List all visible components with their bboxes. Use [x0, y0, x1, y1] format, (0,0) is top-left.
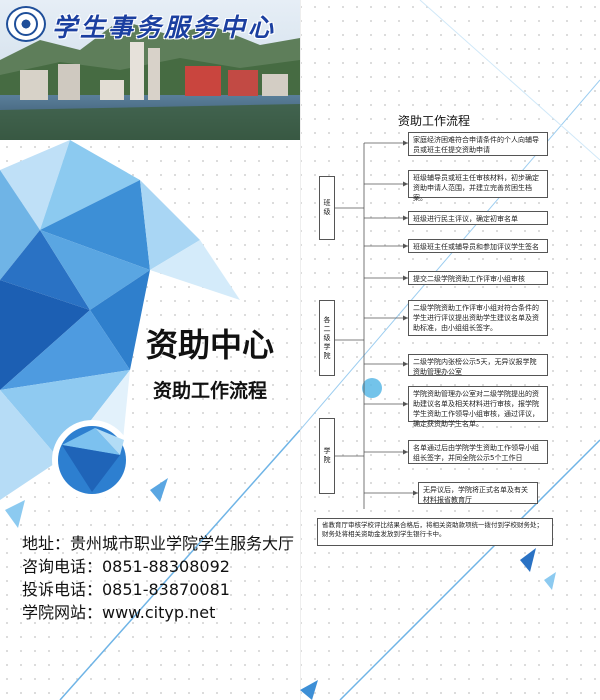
- flow-step-5: 提交二级学院资助工作评审小组审核: [408, 271, 548, 285]
- stage-secondary-college: 各二级学院: [319, 300, 335, 376]
- contact-website[interactable]: 学院网站：www.cityp.net: [22, 603, 216, 622]
- flow-final-step: 省教育厅审核学校评比结果合格后，将相关资助款项统一拨付到学校财务处；财务处将相关…: [317, 518, 553, 546]
- flow-step-4: 班级班主任或辅导员和参加评议学生签名: [408, 239, 548, 253]
- stage-college: 学院: [319, 418, 335, 494]
- center-subtitle: 资助工作流程: [152, 380, 267, 402]
- contact-address: 地址：贵州城市职业学院学生服务大厅: [22, 534, 295, 553]
- contact-complaint-phone: 投诉电话：0851-83870081: [22, 580, 230, 599]
- flow-step-6: 二级学院资助工作评审小组对符合条件的学生进行评议提出资助学生建议名单及资助标准，…: [408, 300, 548, 336]
- header-title: 学生事务服务中心: [52, 13, 277, 42]
- flow-step-2: 班级辅导员或班主任审核材料，初步确定资助申请人范围，并建立完善贫困生档案。: [408, 170, 548, 202]
- flow-step-3: 班级进行民主评议，确定初审名单: [408, 211, 548, 225]
- flow-step-1: 家庭经济困难符合申请条件的个人向辅导员或班主任提交资助申请: [408, 132, 548, 156]
- flow-step-7: 二级学院内张榜公示5天，无异议报学院资助管理办公室: [408, 354, 548, 376]
- campus-photo: [0, 0, 300, 140]
- page-fold: [300, 0, 301, 700]
- flow-step-10: 无异议后，学院将正式名单及有关材料报省教育厅: [418, 482, 538, 504]
- flow-step-8: 学院资助管理办公室对二级学院提出的资助建议名单及相关材料进行审核，报学院学生资助…: [408, 386, 548, 428]
- polygon-artwork: [0, 140, 300, 700]
- flow-step-9: 名单通过后由学院学生资助工作领导小组组长签字，并同全院公示5个工作日: [408, 440, 548, 464]
- decorative-lines: [300, 0, 600, 700]
- center-title: 资助中心: [145, 326, 274, 364]
- flow-title: 资助工作流程: [398, 114, 471, 128]
- contact-inquiry-phone: 咨询电话：0851-88308092: [22, 557, 230, 576]
- stage-class: 班级: [319, 176, 335, 240]
- school-logo: [6, 6, 46, 42]
